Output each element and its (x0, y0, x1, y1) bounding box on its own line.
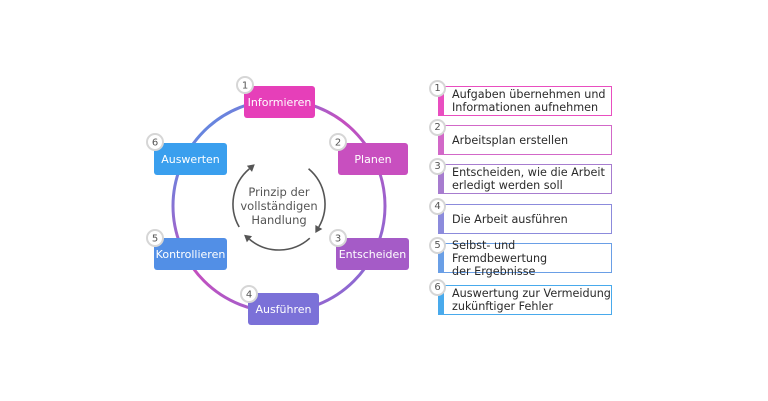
inner-cycle-arrows (232, 164, 326, 251)
cycle-node-box (244, 86, 315, 118)
cycle-node-box (154, 238, 227, 270)
step-number-badge: 1 (429, 80, 446, 97)
inner-arrow-head (244, 234, 253, 243)
step-text: Auswertung zur Vermeidung zukünftiger Fe… (452, 287, 611, 313)
cycle-node-kontrollieren: Kontrollieren 5 (146, 229, 227, 270)
step-item-5: Selbst- und Fremdbewertung der Ergebniss… (438, 239, 612, 278)
step-text: Arbeitsplan erstellen (452, 133, 569, 147)
step-number-badge: 2 (429, 119, 446, 136)
cycle-node-label: Planen (354, 153, 391, 166)
cycle-node-label: Kontrollieren (156, 248, 226, 261)
cycle-node-number-badge (329, 229, 347, 247)
inner-arrow-head (246, 164, 255, 172)
cycle-node-box (248, 293, 319, 325)
step-text: Entscheiden, wie die Arbeit erledigt wer… (452, 166, 605, 192)
step-text: Selbst- und Fremdbewertung der Ergebniss… (452, 238, 548, 278)
inner-arrow-head (315, 225, 323, 234)
cycle-node-number: 6 (152, 138, 158, 149)
step-item-3: Entscheiden, wie die Arbeit erledigt wer… (438, 164, 612, 194)
step-item-4: Die Arbeit ausführen (438, 204, 612, 234)
cycle-node-number-badge (236, 76, 254, 94)
cycle-node-number-badge (240, 285, 258, 303)
cycle-node-entscheiden: Entscheiden 3 (329, 229, 409, 270)
cycle-node-label: Informieren (248, 96, 312, 109)
step-number-badge: 5 (429, 237, 446, 254)
cycle-node-box (338, 143, 408, 175)
cycle-node-label: Entscheiden (339, 248, 407, 261)
step-item-6: Auswertung zur Vermeidung zukünftiger Fe… (438, 285, 612, 315)
cycle-node-number: 2 (335, 138, 341, 149)
step-number-badge: 6 (429, 279, 446, 296)
cycle-node-number: 3 (335, 234, 341, 245)
inner-arrow-arc (308, 168, 326, 228)
cycle-node-box (336, 238, 409, 270)
step-text: Aufgaben übernehmen und Informationen au… (452, 88, 606, 114)
cycle-node-label: Auswerten (161, 153, 220, 166)
cycle-node-label: Ausführen (255, 303, 311, 316)
cycle-node-number: 1 (242, 81, 248, 92)
inner-arrow-arc (232, 168, 250, 228)
inner-arrow-arc (248, 237, 311, 251)
step-number-badge: 4 (429, 198, 446, 215)
cycle-node-number: 5 (152, 234, 158, 245)
cycle-node-number-badge (146, 133, 164, 151)
step-text: Die Arbeit ausführen (452, 212, 568, 226)
cycle-node-planen: Planen 2 (329, 133, 408, 175)
step-item-1: Aufgaben übernehmen und Informationen au… (438, 86, 612, 116)
cycle-node-number-badge (329, 133, 347, 151)
cycle-node-number-badge (146, 229, 164, 247)
step-item-2: Arbeitsplan erstellen (438, 125, 612, 155)
cycle-node-box (154, 143, 227, 175)
cycle-node-number: 4 (246, 290, 252, 301)
step-number-badge: 3 (429, 158, 446, 175)
